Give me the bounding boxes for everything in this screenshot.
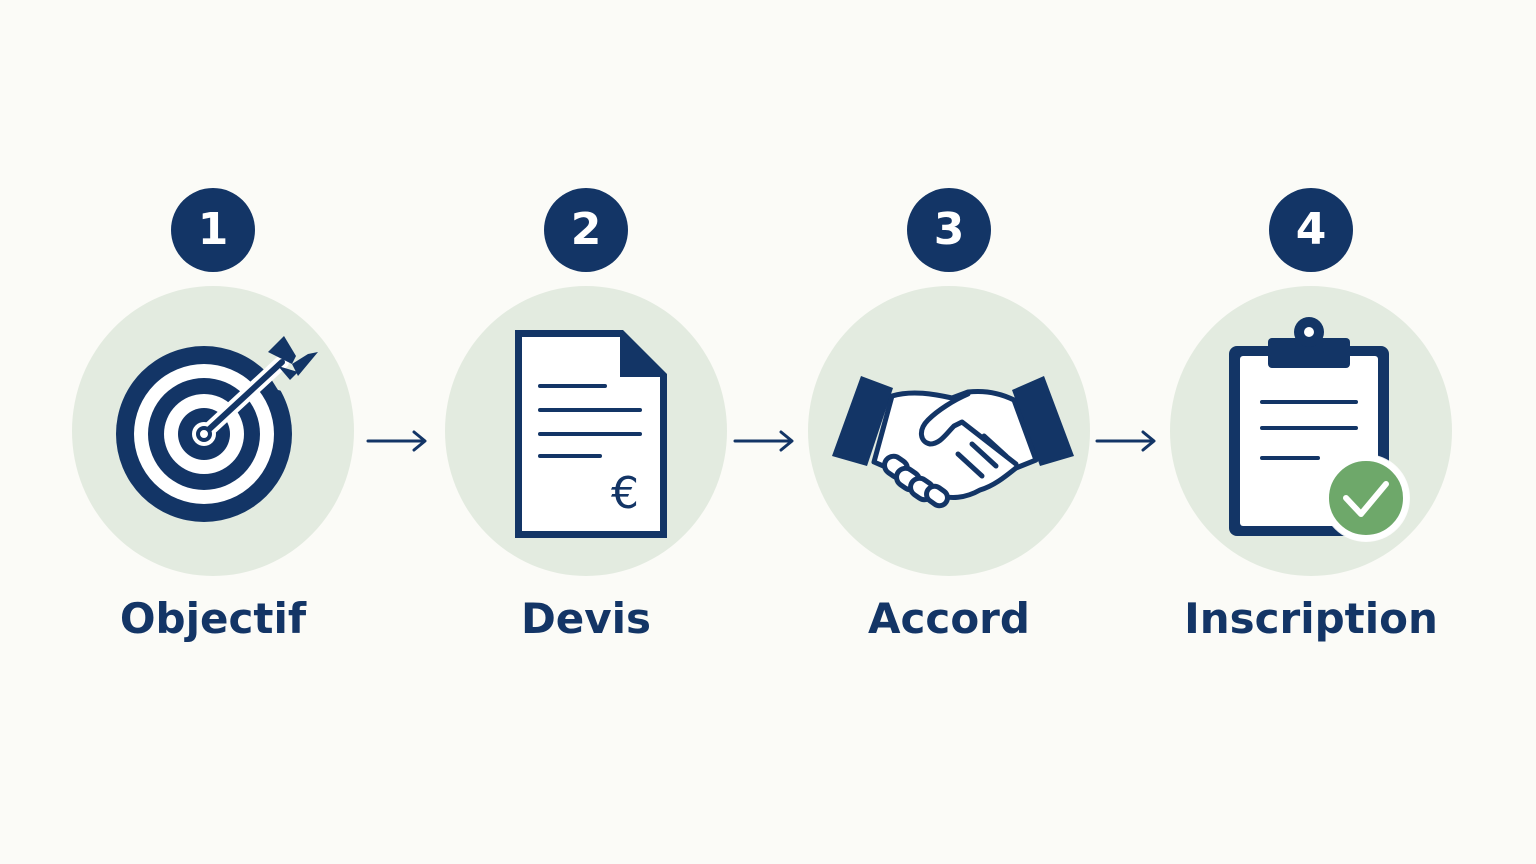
- euro-symbol: €: [611, 468, 639, 519]
- step-icon-circle: [72, 286, 354, 576]
- step-icon-circle: €: [445, 286, 727, 576]
- step-devis: 2 € Devis: [436, 188, 736, 648]
- target-arrow-icon: [116, 336, 318, 522]
- step-number-badge: 4: [1269, 188, 1353, 272]
- right-arrow-icon: [733, 430, 794, 452]
- step-objectif: 1 Objectif: [63, 188, 363, 648]
- right-arrow-icon: [1095, 430, 1156, 452]
- step-icon-circle: [808, 286, 1090, 576]
- step-icon-circle: [1170, 286, 1452, 576]
- clipboard-check-icon: [1229, 317, 1410, 542]
- step-label: Objectif: [119, 594, 307, 643]
- step-label: Devis: [520, 594, 652, 643]
- step-inscription: 4 Inscription: [1161, 188, 1461, 648]
- step-number-badge: 3: [907, 188, 991, 272]
- step-number-badge: 1: [171, 188, 255, 272]
- step-label: Accord: [868, 594, 1030, 643]
- step-label: Inscription: [1184, 594, 1438, 643]
- step-number-badge: 2: [544, 188, 628, 272]
- step-accord: 3 Accord: [799, 188, 1099, 648]
- right-arrow-icon: [366, 430, 427, 452]
- handshake-icon: [832, 376, 1074, 509]
- euro-document-icon: €: [515, 330, 667, 538]
